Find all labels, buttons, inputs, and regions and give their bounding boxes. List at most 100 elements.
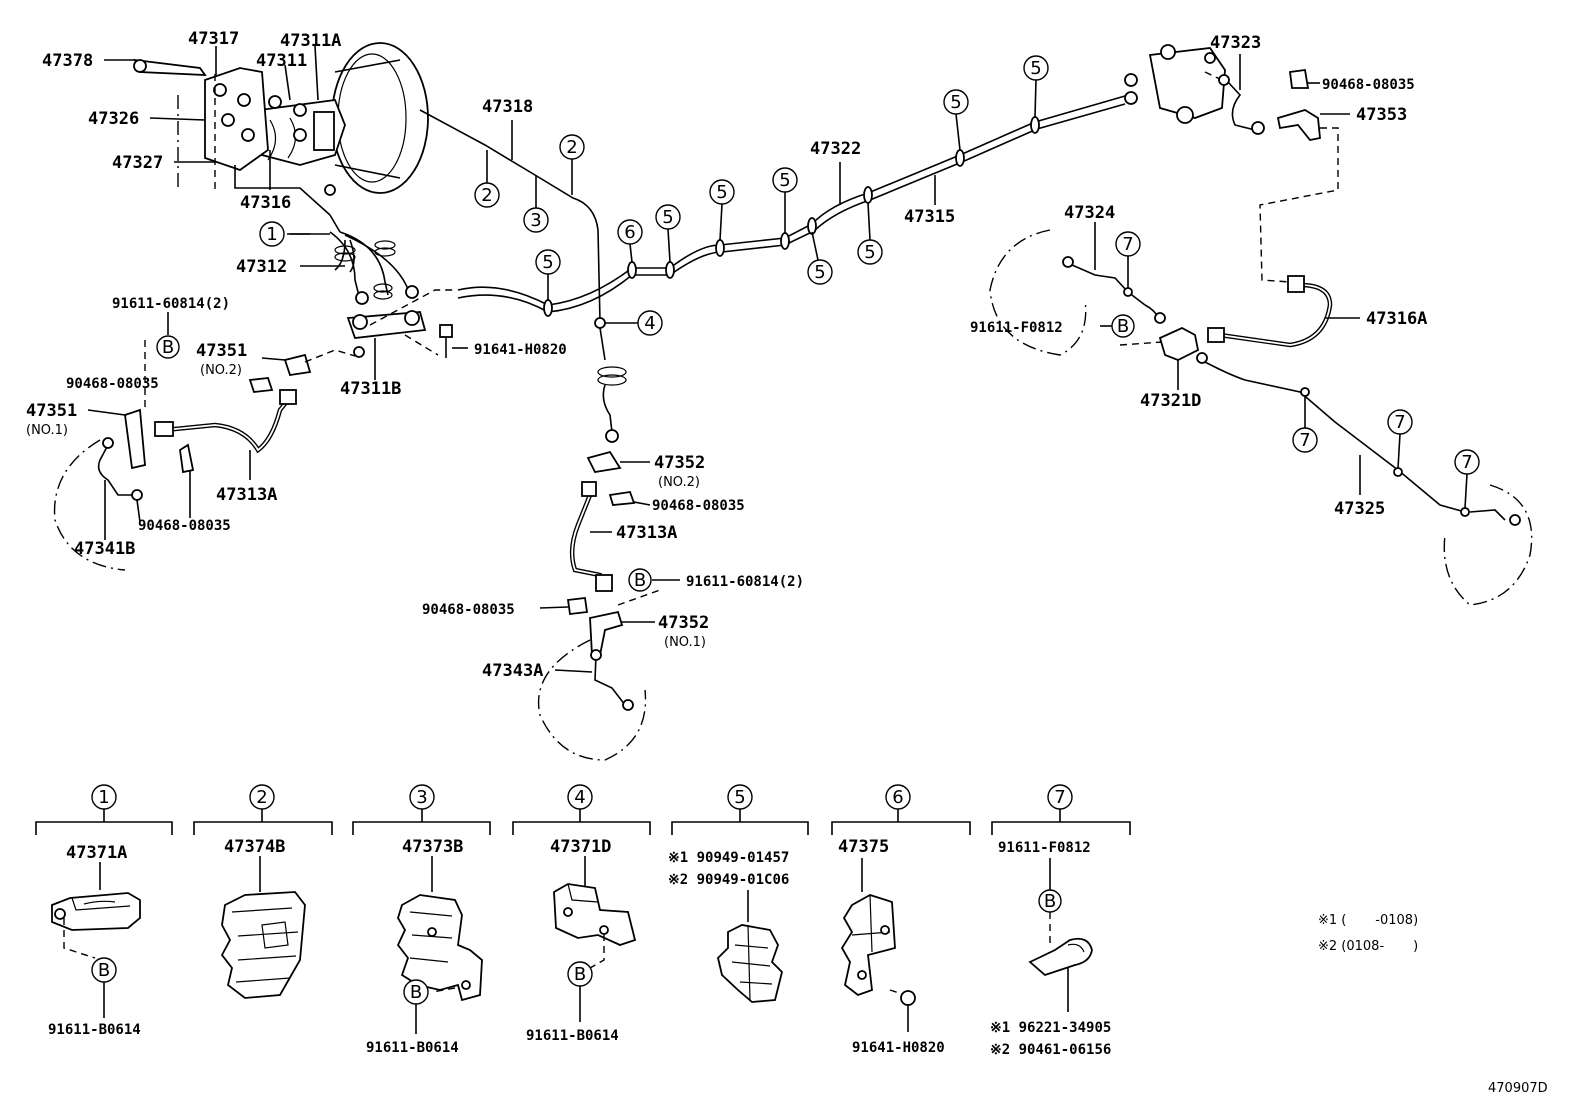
legend: 1 47371A B 91611-B0614 2 47374B xyxy=(35,784,1131,1058)
rear-line-47325 xyxy=(1196,352,1533,606)
label-47318: 47318 xyxy=(482,97,533,117)
label-91611-60814-left: 91611-60814(2) xyxy=(112,296,230,312)
hose-47313A-mid xyxy=(569,481,613,592)
callout-5g: 5 xyxy=(943,89,969,115)
legend-item-5: 5 ※1 90949-01457 ※2 90949-01C06 xyxy=(668,784,809,1003)
callout-5f: 5 xyxy=(857,239,883,265)
diagram-id: 470907D xyxy=(1488,1081,1548,1096)
svg-text:1: 1 xyxy=(98,787,109,808)
svg-text:47371A: 47371A xyxy=(66,843,127,863)
svg-text:5: 5 xyxy=(814,262,825,283)
label-47313A-mid: 47313A xyxy=(616,523,677,543)
svg-text:B: B xyxy=(410,982,422,1003)
svg-text:7: 7 xyxy=(1461,452,1472,473)
svg-text:B: B xyxy=(98,960,110,981)
svg-text:5: 5 xyxy=(716,182,727,203)
svg-text:7: 7 xyxy=(1394,412,1405,433)
part-47352-no1-bracket xyxy=(589,610,624,656)
clip-90468-08035-e xyxy=(566,597,589,615)
callout-7b: 7 xyxy=(1292,427,1318,453)
label-91611-60814-mid: 91611-60814(2) xyxy=(686,574,804,590)
svg-text:1: 1 xyxy=(266,224,277,245)
svg-text:4: 4 xyxy=(644,313,655,334)
svg-text:4: 4 xyxy=(574,787,585,808)
label-47317: 47317 xyxy=(188,29,239,49)
clip-90468-08035-b xyxy=(179,443,195,474)
hose-47313A-left xyxy=(154,389,297,454)
callout-5a: 5 xyxy=(535,249,561,275)
label-no2-a: (NO.2) xyxy=(200,363,242,378)
label-47311A: 47311A xyxy=(280,31,341,51)
label-47316: 47316 xyxy=(240,193,291,213)
rear-line-47324 xyxy=(989,229,1166,356)
pipe-clips xyxy=(543,116,1040,317)
svg-text:6: 6 xyxy=(892,787,903,808)
label-47315: 47315 xyxy=(904,207,955,227)
label-47351-no2: 47351 xyxy=(196,341,247,361)
label-47352-no1: 47352 xyxy=(658,613,709,633)
part-47353-bracket xyxy=(1276,109,1321,141)
label-47321D: 47321D xyxy=(1140,391,1201,411)
legend-item-4: 4 47371D B 91611-B0614 xyxy=(512,784,651,1044)
label-no2-b: (NO.2) xyxy=(658,475,700,490)
label-47311B: 47311B xyxy=(340,379,401,399)
label-47312: 47312 xyxy=(236,257,287,277)
callout-7d: 7 xyxy=(1454,449,1480,475)
leader-lines xyxy=(87,45,1361,673)
svg-text:※2 90949-01C06: ※2 90949-01C06 xyxy=(668,872,789,888)
label-47324: 47324 xyxy=(1064,203,1115,223)
part-47351-no1-bracket xyxy=(124,408,146,470)
callout-5b: 5 xyxy=(655,204,681,230)
part-47321D-junction xyxy=(1158,326,1200,361)
abs-actuator xyxy=(204,67,307,172)
label-47352-no2: 47352 xyxy=(654,453,705,473)
svg-text:B: B xyxy=(1044,891,1056,912)
svg-text:7: 7 xyxy=(1054,787,1065,808)
legend-item-3: 3 47373B B 91611-B0614 xyxy=(352,784,491,1056)
svg-text:5: 5 xyxy=(864,242,875,263)
svg-text:B: B xyxy=(634,570,646,591)
part-47378-bracket xyxy=(133,58,207,76)
label-47325: 47325 xyxy=(1334,499,1385,519)
svg-text:6: 6 xyxy=(624,222,635,243)
legend-item-1: 1 47371A B 91611-B0614 xyxy=(35,784,173,1038)
svg-text:91611-B0614: 91611-B0614 xyxy=(526,1028,619,1044)
svg-text:※1 90949-01457: ※1 90949-01457 xyxy=(668,850,789,866)
svg-text:2: 2 xyxy=(481,185,492,206)
svg-text:7: 7 xyxy=(1299,430,1310,451)
callout-7c: 7 xyxy=(1387,409,1413,435)
svg-text:B: B xyxy=(574,964,586,985)
svg-text:5: 5 xyxy=(734,787,745,808)
clip-90468-08035-c xyxy=(1288,68,1310,89)
label-90468-e: 90468-08035 xyxy=(422,602,515,618)
part-labels: 47378 47317 47311A 47311 47326 47327 473… xyxy=(26,29,1427,681)
callout-5c: 5 xyxy=(709,179,735,205)
svg-text:91641-H0820: 91641-H0820 xyxy=(852,1040,945,1056)
clip-90468-08035-d xyxy=(608,491,636,506)
svg-text:47373B: 47373B xyxy=(402,837,463,857)
callout-5e: 5 xyxy=(807,259,833,285)
part-47352-no2-bracket xyxy=(586,450,622,473)
callout-7a: 7 xyxy=(1115,231,1141,257)
callout-5d: 5 xyxy=(772,167,798,193)
callout-b-right: B xyxy=(1111,314,1135,338)
part-47311B-junction xyxy=(346,310,427,339)
brake-booster xyxy=(331,42,429,194)
callout-b-mid: B xyxy=(628,568,652,592)
label-47343A: 47343A xyxy=(482,661,543,681)
callout-1: 1 xyxy=(259,221,285,247)
label-47353: 47353 xyxy=(1356,105,1407,125)
svg-text:91611-B0614: 91611-B0614 xyxy=(48,1022,141,1038)
label-47323: 47323 xyxy=(1210,33,1261,53)
svg-text:47375: 47375 xyxy=(838,837,889,857)
label-90468-b: 90468-08035 xyxy=(138,518,231,534)
callout-b-left: B xyxy=(156,335,180,359)
svg-text:3: 3 xyxy=(530,210,541,231)
label-47311: 47311 xyxy=(256,51,307,71)
label-47378: 47378 xyxy=(42,51,93,71)
svg-text:5: 5 xyxy=(950,92,961,113)
callout-2b: 2 xyxy=(559,134,585,160)
legend-item-2: 2 47374B xyxy=(193,784,333,999)
caliper-line-47341B xyxy=(53,437,143,571)
